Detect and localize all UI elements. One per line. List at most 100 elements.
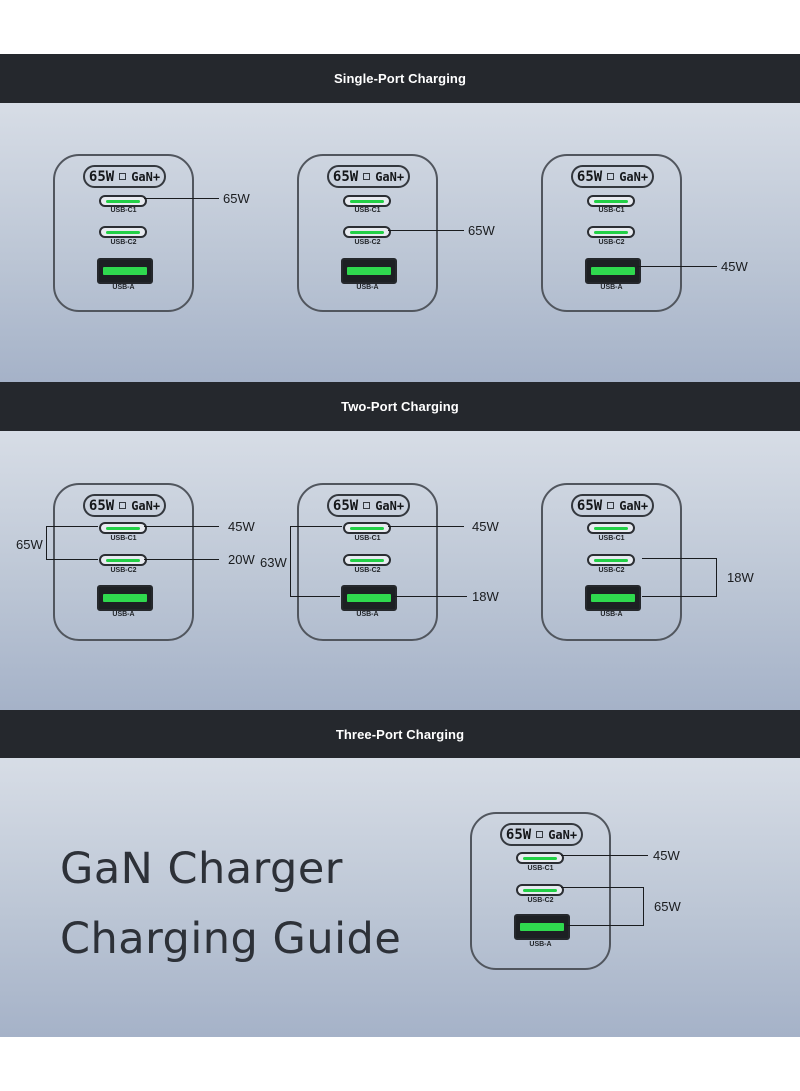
bracket-line	[290, 596, 340, 597]
total-wattage-label: 18W	[727, 570, 754, 585]
usb-c1-port	[587, 522, 635, 534]
usb-c1-port	[587, 195, 635, 207]
total-wattage-label: 65W	[16, 537, 43, 552]
bracket-line	[290, 526, 291, 597]
port-led	[103, 267, 147, 275]
section-header-two-port: Two-Port Charging	[0, 382, 800, 431]
usb-c2-port	[343, 554, 391, 566]
usb-c1-port	[516, 852, 564, 864]
usb-a-label: USB-A	[112, 284, 135, 291]
usb-a-port	[514, 914, 570, 940]
usb-a-port	[585, 585, 641, 611]
usb-c2-label: USB-C2	[354, 239, 381, 246]
total-wattage-label: 63W	[260, 555, 287, 570]
port-led	[106, 558, 140, 562]
port-led	[350, 558, 384, 562]
usb-c1-port	[343, 195, 391, 207]
usb-a-label: USB-A	[356, 611, 379, 618]
wattage-label: 65W	[223, 191, 250, 206]
wattage-label: 18W	[472, 589, 499, 604]
wattage-label: 45W	[653, 848, 680, 863]
wattage-label: 45W	[721, 259, 748, 274]
section-panel-three-port	[0, 758, 800, 1037]
wattage-label: 20W	[228, 552, 255, 567]
usb-c2-port	[343, 226, 391, 238]
usb-c1-label: USB-C1	[110, 207, 137, 214]
port-led	[594, 230, 628, 234]
usb-c2-label: USB-C2	[354, 567, 381, 574]
bracket-line	[566, 925, 643, 926]
bracket-line	[46, 526, 98, 527]
usb-c1-label: USB-C1	[354, 207, 381, 214]
bracket-line	[643, 887, 644, 926]
leader-line	[637, 266, 717, 267]
bracket-line	[46, 526, 47, 560]
port-led	[106, 230, 140, 234]
usb-c2-label: USB-C2	[598, 239, 625, 246]
usb-a-label: USB-A	[356, 284, 379, 291]
leader-line	[144, 198, 219, 199]
usb-a-port	[585, 258, 641, 284]
port-led	[350, 526, 384, 530]
port-led	[591, 594, 635, 602]
usb-c1-port	[99, 522, 147, 534]
usb-c2-port	[587, 554, 635, 566]
port-led	[520, 923, 564, 931]
leader-line	[561, 855, 648, 856]
usb-c2-port	[587, 226, 635, 238]
section-panel-single-port	[0, 103, 800, 382]
port-led	[347, 594, 391, 602]
section-title: Two-Port Charging	[341, 399, 459, 414]
usb-c1-label: USB-C1	[598, 535, 625, 542]
usb-a-label: USB-A	[600, 284, 623, 291]
wattage-label: 45W	[472, 519, 499, 534]
usb-c1-label: USB-C1	[110, 535, 137, 542]
wattage-label: 65W	[468, 223, 495, 238]
port-led	[523, 856, 557, 860]
section-title: Three-Port Charging	[335, 726, 465, 742]
wattage-label: 45W	[228, 519, 255, 534]
port-led	[350, 230, 384, 234]
bracket-line	[561, 887, 643, 888]
bracket-line	[46, 559, 98, 560]
usb-c2-label: USB-C2	[527, 897, 554, 904]
usb-c2-label: USB-C2	[110, 567, 137, 574]
leader-line	[388, 526, 464, 527]
usb-c2-port	[99, 554, 147, 566]
total-wattage-label: 65W	[654, 899, 681, 914]
section-header-single-port: Single-Port Charging	[0, 54, 800, 103]
usb-c1-label: USB-C1	[354, 535, 381, 542]
port-led	[594, 558, 628, 562]
usb-a-port	[341, 258, 397, 284]
guide-title-line1: GaN Charger	[60, 844, 343, 894]
usb-c1-label: USB-C1	[598, 207, 625, 214]
port-led	[523, 888, 557, 892]
port-led	[350, 199, 384, 203]
usb-a-label: USB-A	[600, 611, 623, 618]
usb-a-port	[97, 258, 153, 284]
usb-c1-port	[343, 522, 391, 534]
usb-c2-label: USB-C2	[598, 567, 625, 574]
port-led	[591, 267, 635, 275]
port-led	[106, 199, 140, 203]
port-led	[594, 199, 628, 203]
bracket-line	[716, 558, 717, 597]
section-header-three-port: Three-Port Charging	[0, 710, 800, 758]
port-led	[106, 526, 140, 530]
port-led	[103, 594, 147, 602]
leader-line	[144, 559, 219, 560]
leader-line	[388, 230, 464, 231]
port-led	[347, 267, 391, 275]
bracket-line	[642, 596, 716, 597]
usb-c1-port	[99, 195, 147, 207]
